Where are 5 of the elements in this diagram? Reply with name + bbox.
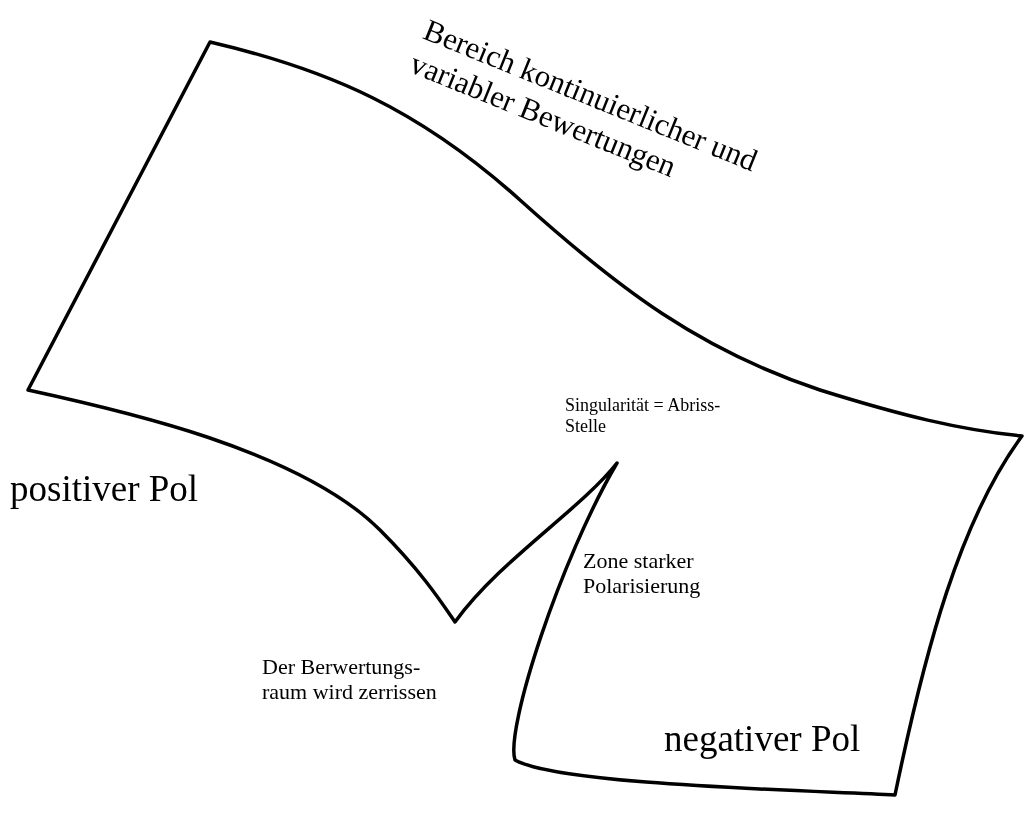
pole-label: negativer Pol <box>664 718 862 761</box>
zone-label: Zone starker Polarisierung <box>583 548 702 599</box>
pole-label: positiver Pol <box>10 468 200 511</box>
singularity-label: Singularität = Abriss-Stelle <box>565 395 722 437</box>
note-label: Der Berwertungs- raum wird zerrissen <box>262 654 438 705</box>
